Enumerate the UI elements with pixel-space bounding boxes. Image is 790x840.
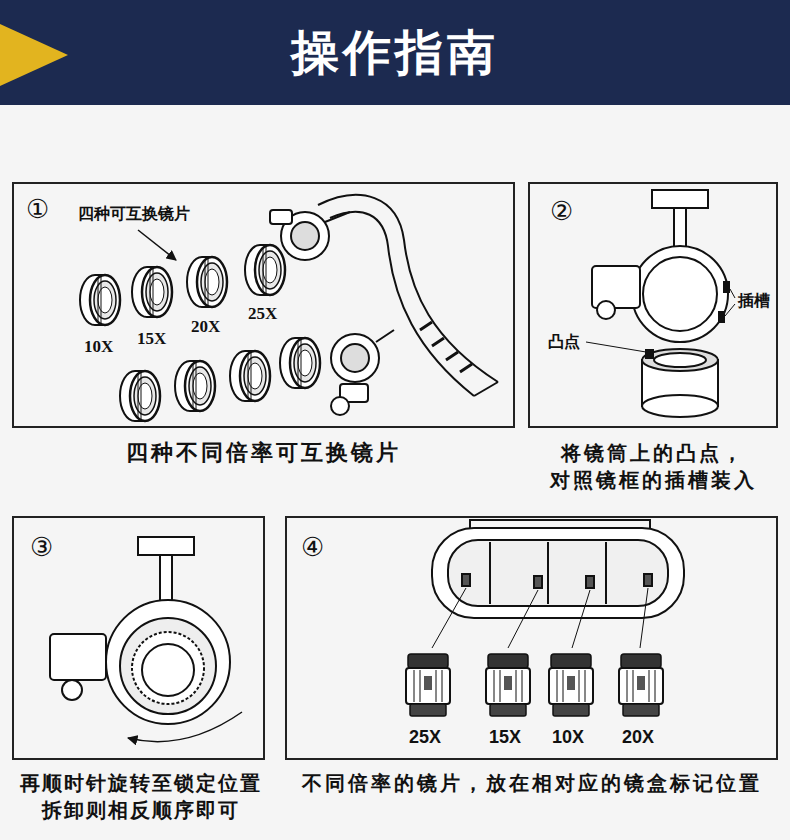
lens-barrel <box>549 654 593 716</box>
step-panel: ① 四种不同倍率可互换镜片 <box>12 182 515 468</box>
lens-ring <box>175 361 215 411</box>
lens-ring <box>80 275 120 325</box>
headband <box>318 195 498 396</box>
panel-frame <box>285 516 778 760</box>
lens-barrel <box>642 349 718 417</box>
step-number: ② <box>550 198 573 224</box>
lens-barrel <box>486 654 530 716</box>
part-label: 插槽 <box>738 292 770 310</box>
step-panel: ④ 不同倍率的镜片，放在相对应的镜盒标记位置 <box>285 516 778 797</box>
leader-line <box>432 588 648 648</box>
lens-ring <box>132 267 172 317</box>
magnification-label: 15X <box>137 330 166 349</box>
part-label: 凸点 <box>548 333 580 351</box>
lens-barrel <box>619 654 663 716</box>
pointer-arrow <box>138 230 176 260</box>
step-number: ① <box>26 196 49 222</box>
magnification-label: 25X <box>248 305 277 324</box>
lens-frame <box>592 190 729 342</box>
leader-line <box>725 304 735 316</box>
step-caption: 再顺时针旋转至锁定位置 拆卸则相反顺序即可 <box>5 770 277 824</box>
lens-ring <box>187 257 227 307</box>
leader-line <box>730 289 735 298</box>
step-caption: 不同倍率的镜片，放在相对应的镜盒标记位置 <box>285 770 778 797</box>
step-number: ③ <box>30 534 53 560</box>
lens-ring <box>230 351 270 401</box>
magnification-label: 四种可互换镜片 <box>78 205 190 223</box>
magnification-label: 20X <box>191 318 220 337</box>
magnification-label: 10X <box>84 338 113 357</box>
magnification-label: 20X <box>622 728 654 748</box>
magnification-label: 15X <box>489 728 521 748</box>
header-triangle <box>0 24 68 86</box>
page-title: 操作指南 <box>291 26 499 79</box>
lens-barrel <box>406 654 450 716</box>
step-caption: 将镜筒上的凸点， 对照镜框的插槽装入 <box>520 440 786 494</box>
step-caption: 四种不同倍率可互换镜片 <box>12 438 515 468</box>
lens-ring <box>280 338 320 388</box>
lens-frame <box>50 537 230 724</box>
loupe-holder <box>270 210 379 415</box>
header-band: 操作指南 <box>0 0 790 105</box>
step-number: ④ <box>301 534 324 560</box>
lens-ring <box>120 371 160 421</box>
magnification-label: 25X <box>409 728 441 748</box>
step-panel: ③再顺时针旋转至锁定位置 拆卸则相反顺序即可 <box>12 516 265 824</box>
lens-ring <box>245 245 285 295</box>
leader-line <box>586 342 646 352</box>
rotation-arrow <box>128 712 242 742</box>
magnification-label: 10X <box>552 728 584 748</box>
